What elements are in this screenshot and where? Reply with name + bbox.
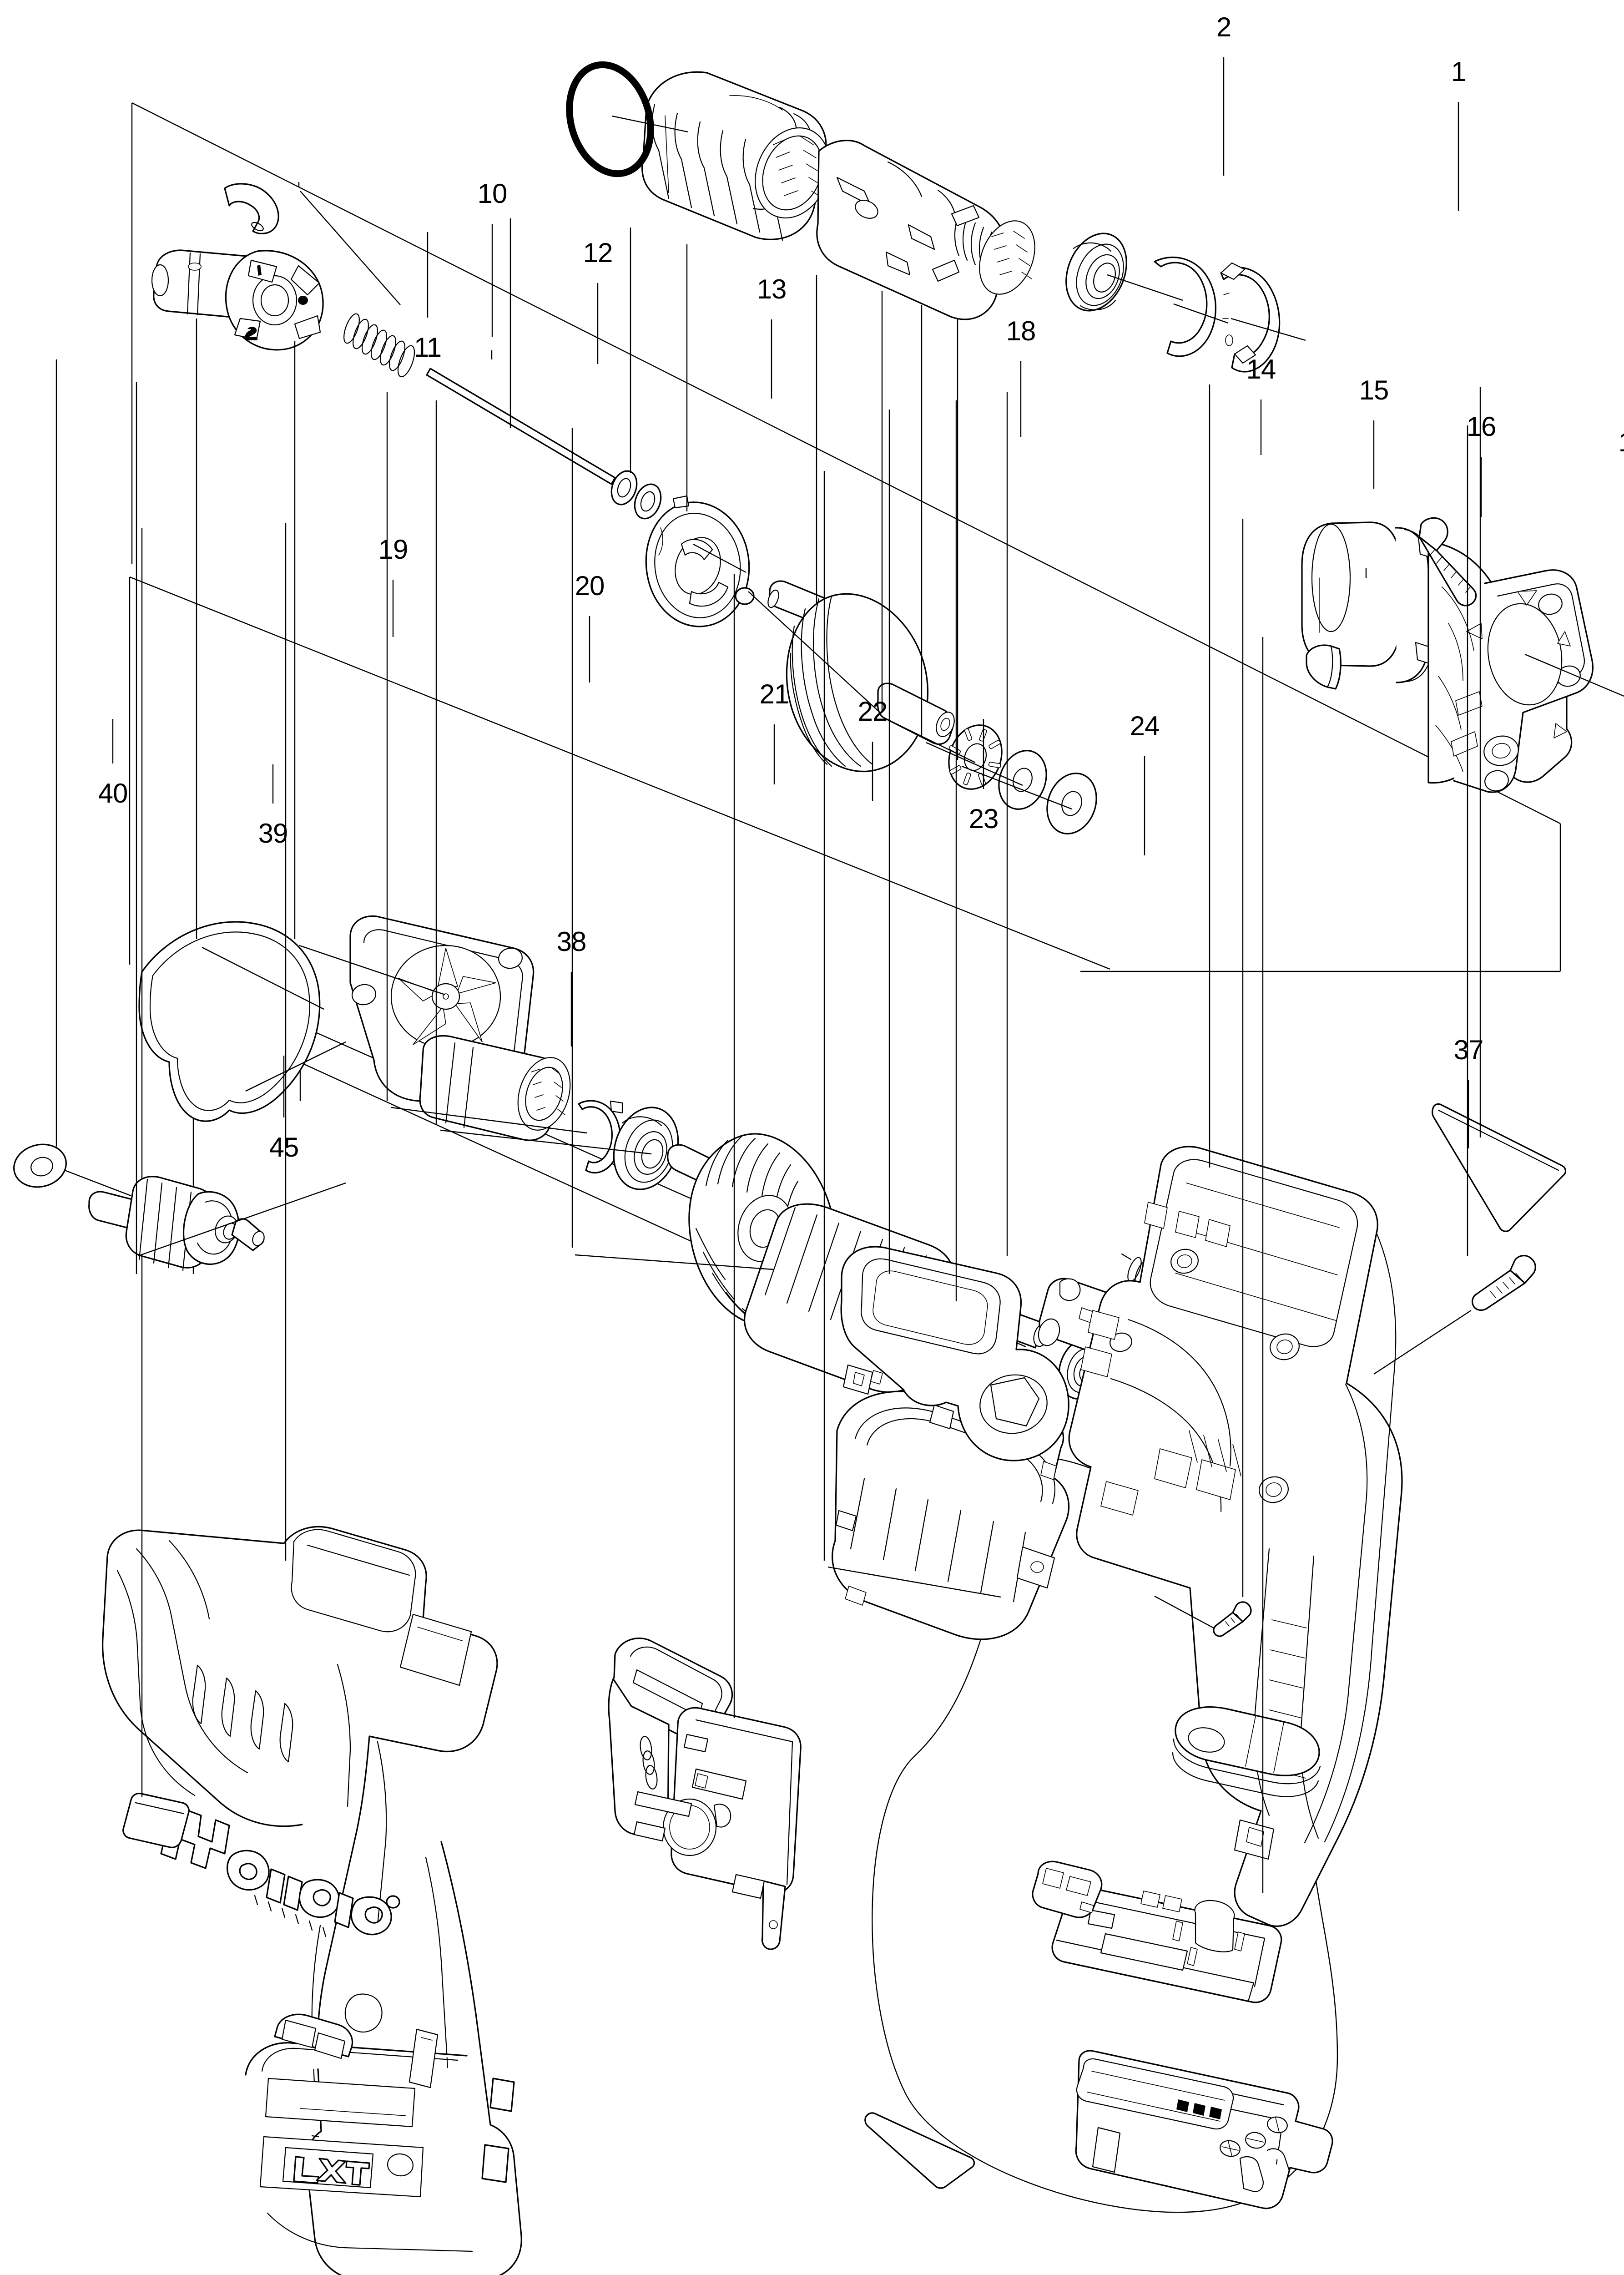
part-28-reverse-lever (1038, 1278, 1124, 1354)
part-7-gear-housing (1301, 521, 1594, 793)
part-45-rating-label (122, 1793, 190, 1848)
part-31-nameplate (1432, 1103, 1567, 1232)
part-20-motor-housing (349, 915, 571, 1141)
part-41-slotted-washer (948, 724, 1003, 790)
part-17-anvil (767, 580, 955, 773)
part-27-housing-cover (840, 1246, 1069, 1461)
part-22-ball-bearing (613, 1107, 679, 1190)
callout-number-39: 39 (258, 818, 288, 849)
callout-number-23: 23 (968, 804, 999, 834)
part-13-compression-spring (343, 313, 415, 378)
makita-logo (160, 1809, 400, 1937)
callout-number-14: 14 (1246, 354, 1276, 384)
part-40-washer (13, 1143, 67, 1188)
callout-number-40: 40 (98, 778, 128, 809)
part-44-small-label (864, 2112, 975, 2189)
part-14-washers (610, 470, 662, 520)
part-37-trigger-switch (608, 1637, 802, 1950)
callout-number-10: 10 (477, 178, 508, 209)
part-33-screw-small (1213, 1601, 1252, 1637)
part-12-clutch-cam (151, 249, 324, 351)
group-bracket-middle (129, 576, 1110, 970)
part-30-housing-shell (1068, 1146, 1403, 1927)
part-15-impact-cam (645, 495, 750, 627)
callout-number-45: 45 (269, 1132, 299, 1163)
callout-number-24: 24 (1130, 711, 1160, 741)
part-35-controller-pcb (1032, 1860, 1282, 2003)
part-36-terminal-base (1075, 2050, 1333, 2209)
part-38-complete-tool (102, 1526, 522, 2275)
part-6-cam-ring (1220, 262, 1281, 373)
callout-number-11: 11 (414, 332, 442, 363)
callout-number-22: 22 (857, 696, 888, 727)
callout-number-17: 17 (1619, 429, 1624, 456)
part-39-output-spindle (88, 1176, 265, 1271)
callout-number-37: 37 (1453, 1035, 1484, 1065)
part-9-clutch-pad (1306, 644, 1342, 690)
part-5-retaining-ring (1154, 256, 1217, 357)
callout-number-13: 13 (757, 274, 787, 304)
callout-number-19: 19 (378, 534, 409, 565)
part-21-retaining-ring (578, 1100, 623, 1174)
callout-number-18: 18 (1006, 316, 1036, 346)
part-19-gasket (138, 921, 321, 1122)
part-2-o-ring (566, 61, 654, 177)
callout-number-2: 2 (1216, 12, 1231, 42)
group-bracket-top (131, 102, 1561, 824)
callout-number-15: 15 (1359, 375, 1389, 405)
part-18-rod (426, 368, 616, 485)
callout-number-38: 38 (556, 926, 587, 957)
callout-number-20: 20 (575, 571, 605, 601)
part-1-clutch-sleeve (641, 71, 830, 241)
callout-number-16: 16 (1466, 411, 1497, 442)
part-3-spindle-body (816, 140, 1035, 320)
part-4-bearing (1065, 233, 1127, 312)
part-10-bushing-half (224, 183, 279, 235)
part-32-screw (1472, 1255, 1536, 1311)
lxt-badge (282, 2147, 374, 2189)
part-34-led-cover (1172, 1706, 1321, 1797)
part-43-washer (1046, 773, 1097, 834)
callout-number-12: 12 (583, 238, 613, 268)
callout-number-1: 1 (1451, 56, 1466, 87)
part-8-screw (1418, 517, 1477, 607)
callout-number-21: 21 (759, 679, 790, 709)
part-16-steel-ball (735, 587, 755, 605)
